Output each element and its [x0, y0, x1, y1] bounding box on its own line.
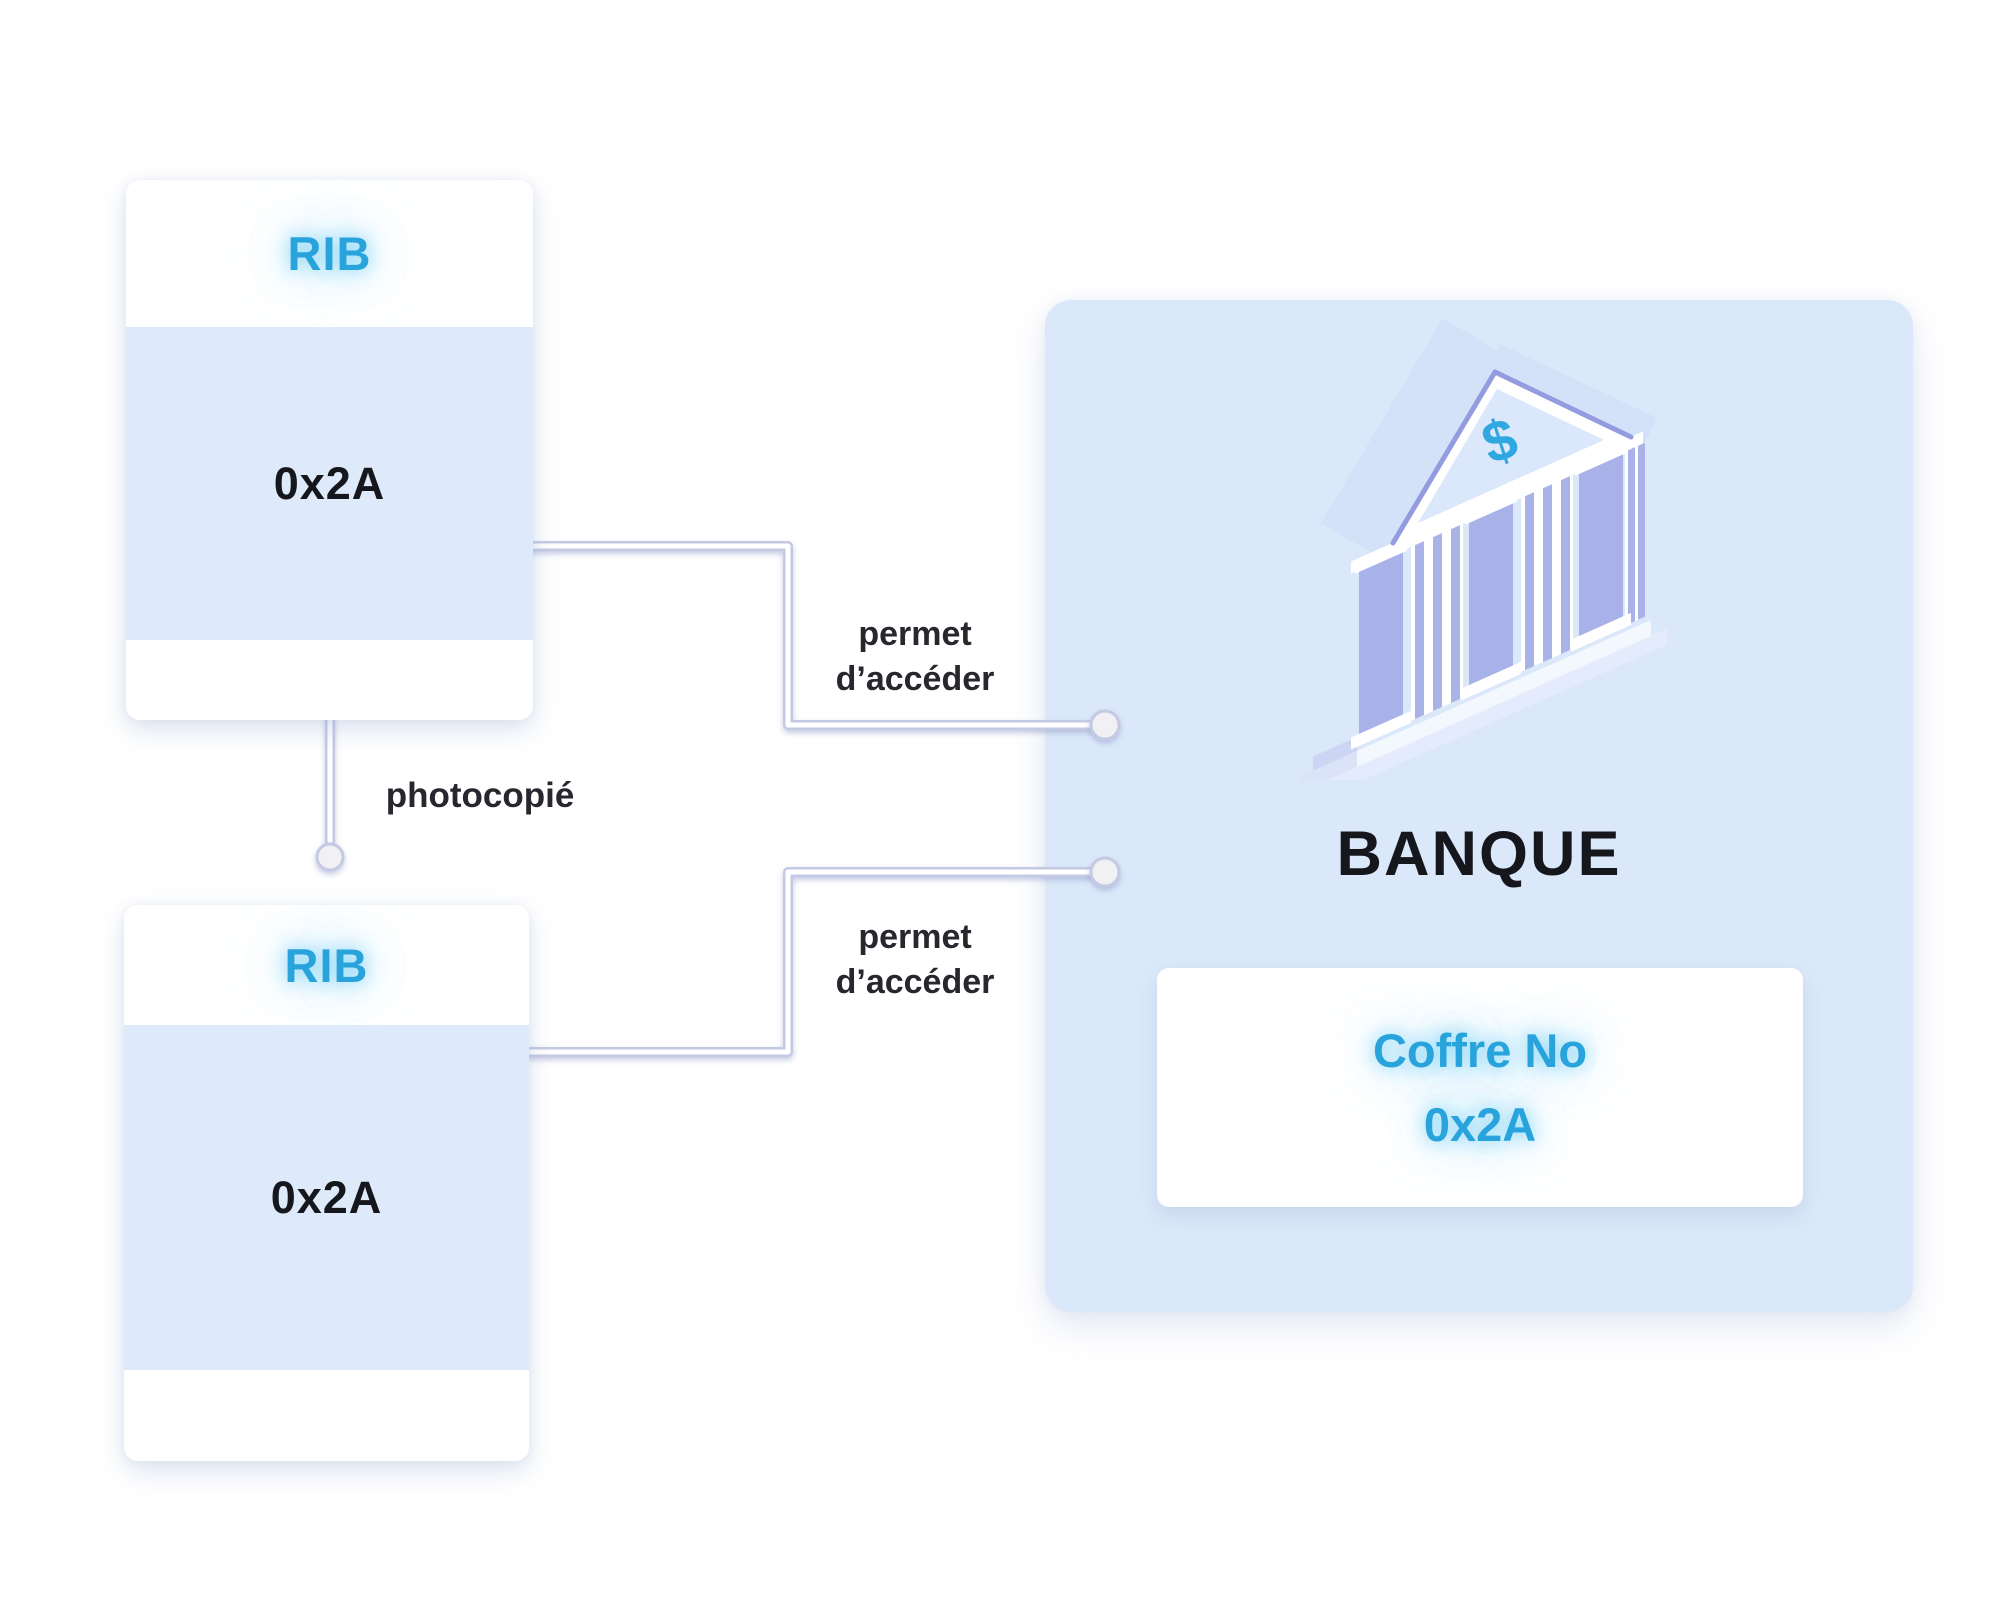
rib-card-original-number: 0x2A [273, 457, 386, 509]
access-label-bottom-line2: d’accéder [835, 963, 995, 1001]
access-label-top-line2: d’accéder [835, 660, 995, 698]
vault-label-line2: 0x2A [1423, 1097, 1537, 1151]
rib-card-original: RIB 0x2A [126, 180, 533, 720]
rib-card-copy-footer [124, 1370, 529, 1461]
node-circle-photocopy [315, 842, 345, 872]
access-label-bottom: permet d’accéder [765, 915, 1065, 1005]
bank-pediment-trim [1390, 369, 1634, 546]
rib-card-copy-body: 0x2A [124, 1025, 529, 1370]
rib-card-copy: RIB 0x2A [124, 905, 529, 1461]
bank-title: BANQUE [1336, 819, 1622, 889]
rib-card-copy-title: RIB [284, 938, 369, 992]
node-circle-bottom [1089, 856, 1121, 888]
rib-card-original-title: RIB [287, 227, 372, 280]
photocopy-label: photocopié [385, 776, 575, 815]
node-circle-top [1089, 709, 1121, 741]
bank-colonnade [1301, 431, 1667, 780]
rib-card-copy-number: 0x2A [270, 1171, 383, 1223]
vault-box: Coffre No 0x2A [1157, 968, 1803, 1207]
bank-pediment-inner [1418, 389, 1604, 523]
rib-card-copy-header: RIB [124, 905, 529, 1025]
bank-roof-left [1321, 318, 1505, 560]
rib-card-original-header: RIB [126, 180, 533, 327]
rib-card-original-footer [126, 640, 533, 720]
access-label-top: permet d’accéder [765, 612, 1065, 702]
access-label-top-line1: permet [858, 615, 972, 653]
bank-roof-right [1488, 344, 1657, 443]
bank-icon: $ [1301, 318, 1667, 780]
rib-card-original-body: 0x2A [126, 327, 533, 640]
access-label-bottom-line1: permet [858, 918, 972, 956]
vault-label-line1: Coffre No [1372, 1023, 1588, 1077]
